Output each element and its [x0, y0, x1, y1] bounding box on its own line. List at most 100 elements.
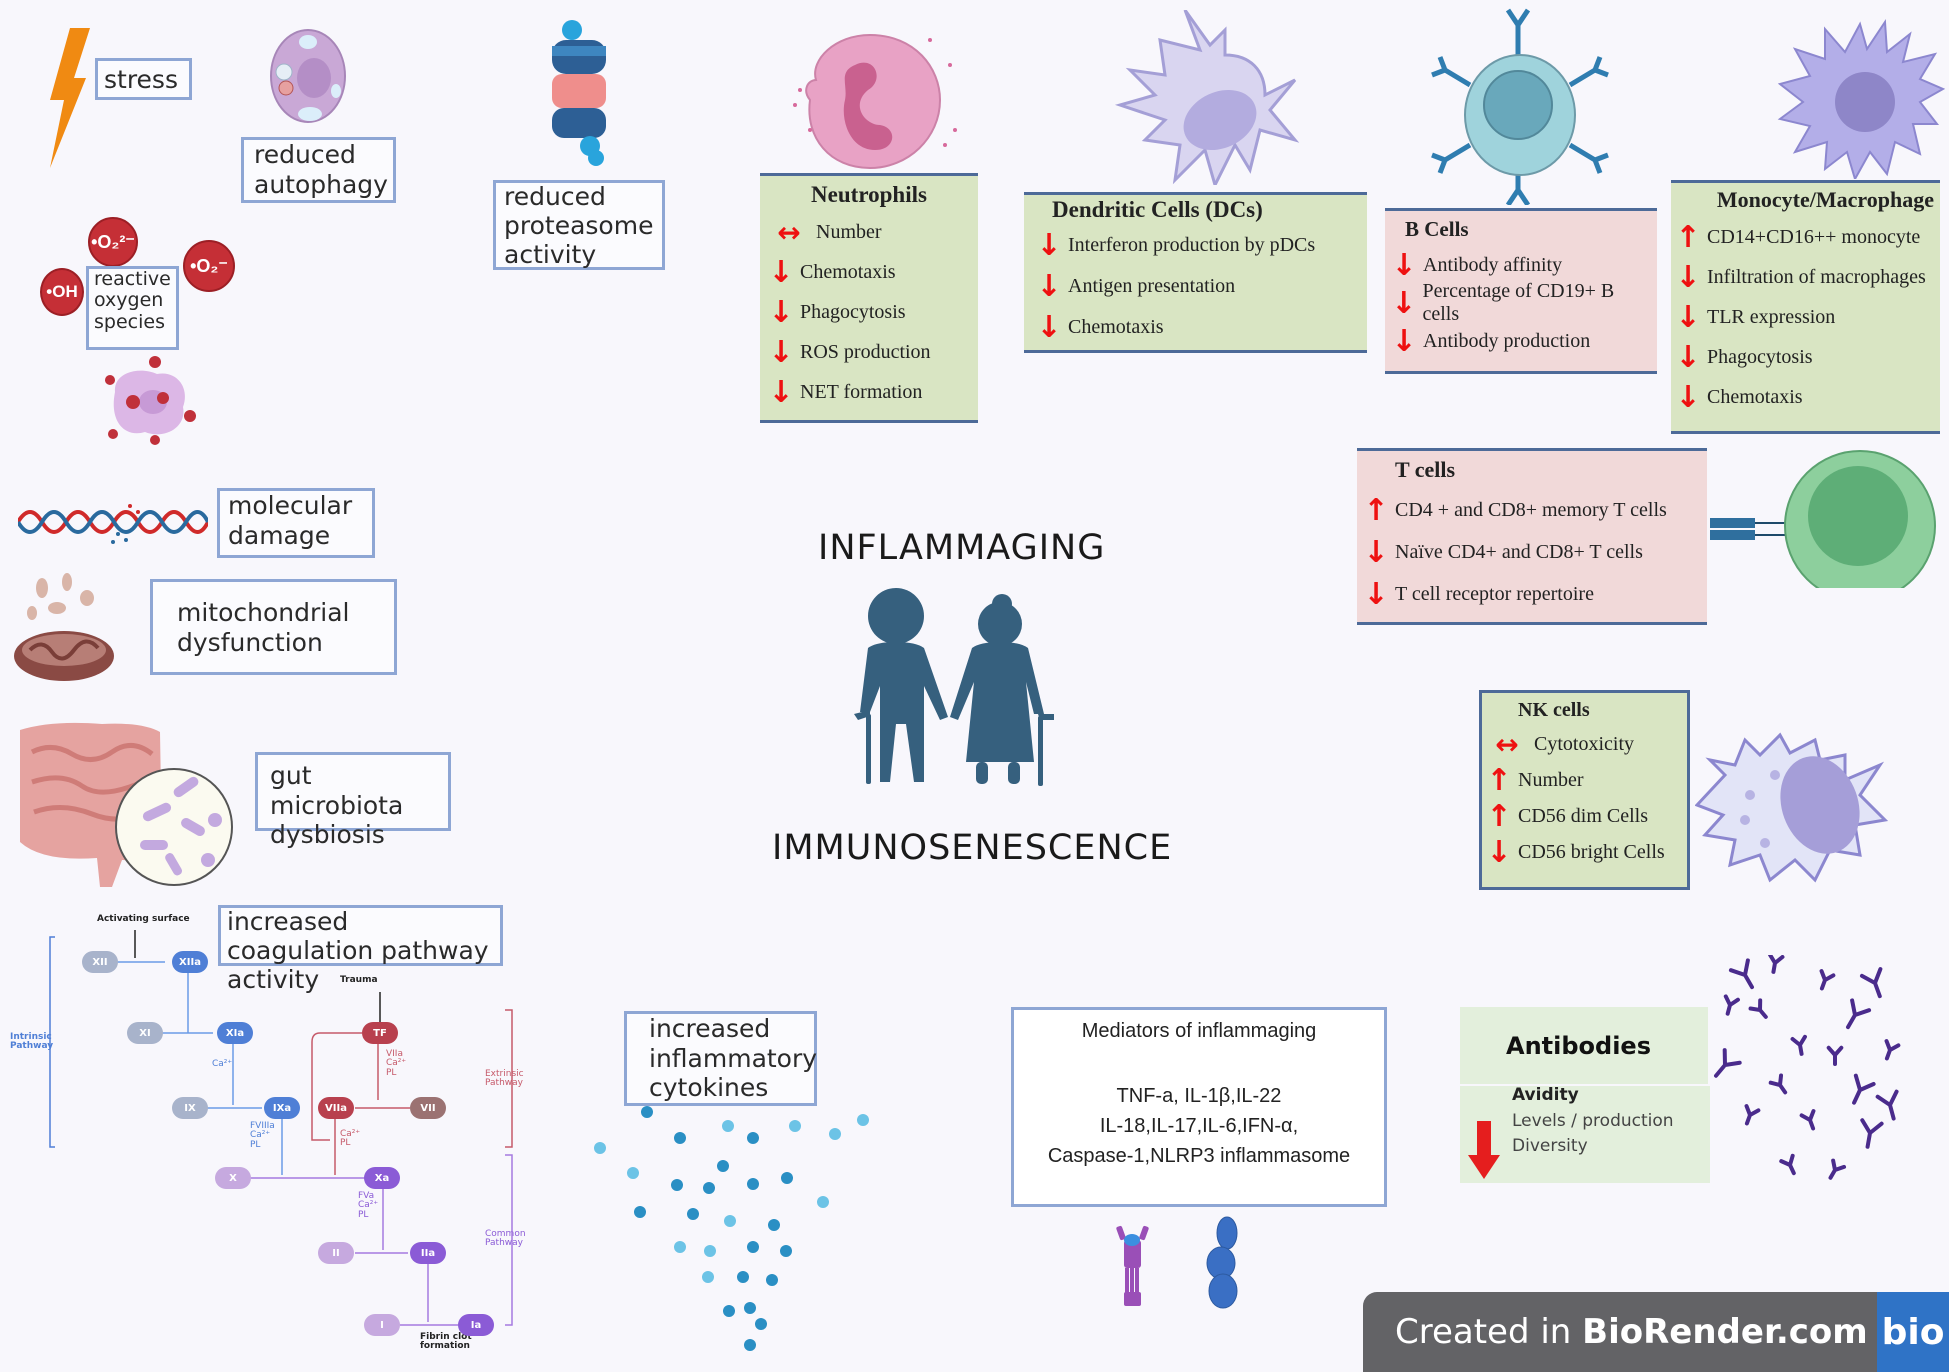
- finding-row: Number: [1486, 762, 1683, 798]
- finding-row: T cell receptor repertoire: [1363, 573, 1701, 615]
- neutrophils-title: Neutrophils: [811, 182, 927, 207]
- antibody-glyph: [1779, 1153, 1796, 1176]
- antibody-glyph: [1860, 1118, 1884, 1149]
- down-arrow-icon: [1486, 835, 1512, 870]
- finding-text: Chemotaxis: [800, 260, 896, 283]
- finding-row: Antigen presentation: [1036, 266, 1355, 307]
- antibody-glyph: [1723, 994, 1740, 1016]
- up-arrow-icon: [1486, 763, 1512, 798]
- bidirectional-arrow-icon: [1486, 728, 1528, 761]
- finding-row: CD4 + and CD8+ memory T cells: [1363, 489, 1701, 531]
- dendritic-cell-icon: [1114, 10, 1300, 185]
- finding-text: Cytotoxicity: [1534, 732, 1634, 755]
- down-arrow-icon: [1036, 310, 1062, 345]
- finding-row: Interferon production by pDCs: [1036, 225, 1355, 266]
- damaged-cell-icon: [105, 356, 196, 445]
- finding-row: Naïve CD4+ and CD8+ T cells: [1363, 531, 1701, 573]
- finding-row: Phagocytosis: [768, 292, 970, 332]
- factor-xa-node: Xa: [364, 1167, 400, 1189]
- t-cells-box: T cells CD4 + and CD8+ memory T cellsNaï…: [1357, 448, 1707, 625]
- mediators-title: Mediators of inflammaging: [1081, 1020, 1317, 1042]
- antibody-glyph: [1790, 1034, 1807, 1056]
- finding-text: Naïve CD4+ and CD8+ T cells: [1395, 540, 1643, 563]
- finding-text: CD4 + and CD8+ memory T cells: [1395, 498, 1667, 521]
- finding-text: Number: [816, 220, 882, 243]
- antibody-glyph: [1714, 1048, 1742, 1078]
- down-arrow-icon: [1675, 260, 1701, 295]
- antibodies-title: Antibodies: [1506, 1032, 1651, 1060]
- lightning-icon: [50, 28, 90, 168]
- monocyte-icon: [1777, 18, 1945, 179]
- down-arrow-icon: [768, 375, 794, 410]
- down-arrow-icon: [1036, 269, 1062, 304]
- factor-ii-node: II: [318, 1242, 354, 1264]
- finding-row: CD56 dim Cells: [1486, 798, 1683, 834]
- finding-text: Chemotaxis: [1707, 385, 1803, 408]
- finding-row: Phagocytosis: [1675, 337, 1936, 377]
- cytokines-label: increased inflammatory cytokines: [624, 1011, 817, 1106]
- ixa-cofactor: FVIIIa Ca²⁺ PL: [250, 1121, 275, 1150]
- antibody-glyph: [1768, 1073, 1788, 1095]
- biorender-logo: bio: [1877, 1292, 1949, 1372]
- nk-cells-title: NK cells: [1518, 699, 1590, 721]
- b-cells-title: B Cells: [1405, 217, 1469, 241]
- immunosenescence-title: IMMUNOSENESCENCE: [772, 828, 1173, 868]
- antibodies-header: [1460, 1007, 1708, 1084]
- xa-cofactor: FVa Ca²⁺ PL: [358, 1191, 379, 1220]
- factor-ia-node: Ia: [458, 1314, 494, 1336]
- antibody-glyph: [1728, 958, 1754, 990]
- antibody-glyph: [1826, 1045, 1844, 1066]
- finding-row: CD56 bright Cells: [1486, 834, 1683, 870]
- finding-text: Antibody affinity: [1423, 253, 1563, 276]
- down-arrow-icon: [1675, 300, 1701, 335]
- finding-text: Number: [1518, 768, 1584, 791]
- hydroxyl-icon: •OH: [40, 268, 84, 316]
- finding-text: Interferon production by pDCs: [1068, 234, 1316, 256]
- down-arrow-icon: [1363, 535, 1389, 570]
- mitochondrial-label: mitochondrial dysfunction: [150, 579, 397, 675]
- badge-prefix: Created in: [1395, 1312, 1583, 1352]
- b-cell-icon: [1431, 8, 1609, 205]
- finding-text: ROS production: [800, 340, 931, 363]
- finding-text: Phagocytosis: [1707, 345, 1813, 368]
- antibody-item-avidity: Avidity: [1512, 1085, 1579, 1105]
- factor-ixa-node: IXa: [264, 1097, 300, 1119]
- mitochondrion-icon: [14, 573, 114, 681]
- factor-x-node: X: [215, 1167, 251, 1189]
- biorender-badge[interactable]: Created in BioRender.com bio: [1363, 1292, 1949, 1372]
- finding-text: CD14+CD16++ monocyte: [1707, 225, 1921, 248]
- finding-row: NET formation: [768, 372, 970, 412]
- extrinsic-pathway-label: Extrinsic Pathway: [485, 1069, 524, 1089]
- dendritic-cells-box: Dendritic Cells (DCs) Interferon product…: [1024, 192, 1367, 353]
- finding-text: Antigen presentation: [1068, 275, 1236, 297]
- neutrophils-box: Neutrophils NumberChemotaxisPhagocytosis…: [760, 173, 978, 423]
- antibody-glyph: [1748, 998, 1768, 1019]
- factor-xii-node: XII: [82, 951, 118, 973]
- antibody-glyph: [1799, 1109, 1816, 1131]
- antibody-item-diversity: Diversity: [1512, 1136, 1588, 1156]
- intestine-bacteria-icon: [20, 722, 233, 887]
- coagulation-label: increased coagulation pathway activity: [218, 905, 503, 993]
- viia-cofactor: Ca²⁺ PL: [340, 1129, 361, 1149]
- antibody-glyph: [1744, 1104, 1761, 1126]
- tissue-factor-node: TF: [362, 1022, 398, 1044]
- down-arrow-icon: [1391, 324, 1417, 359]
- finding-text: TLR expression: [1707, 305, 1836, 328]
- antibodies-cluster-icon: [1714, 955, 1901, 1180]
- activating-surface-label: Activating surface: [97, 914, 190, 924]
- cytokine-molecule-icon: [1206, 1216, 1238, 1309]
- down-arrow-icon: [768, 255, 794, 290]
- autophagy-label: reduced autophagy: [241, 137, 396, 203]
- antibody-glyph: [1884, 1039, 1901, 1061]
- antibody-glyph: [1768, 955, 1785, 974]
- finding-text: Chemotaxis: [1068, 316, 1164, 338]
- neutrophil-icon: [793, 33, 957, 170]
- finding-row: Antibody production: [1391, 322, 1651, 360]
- trauma-label: Trauma: [340, 975, 378, 985]
- finding-text: CD56 dim Cells: [1518, 804, 1649, 827]
- elderly-couple-icon: [854, 588, 1054, 786]
- finding-row: Cytotoxicity: [1486, 726, 1683, 762]
- down-arrow-icon: [768, 335, 794, 370]
- factor-iia-node: IIa: [410, 1242, 446, 1264]
- xia-cofactor: Ca²⁺: [212, 1059, 233, 1069]
